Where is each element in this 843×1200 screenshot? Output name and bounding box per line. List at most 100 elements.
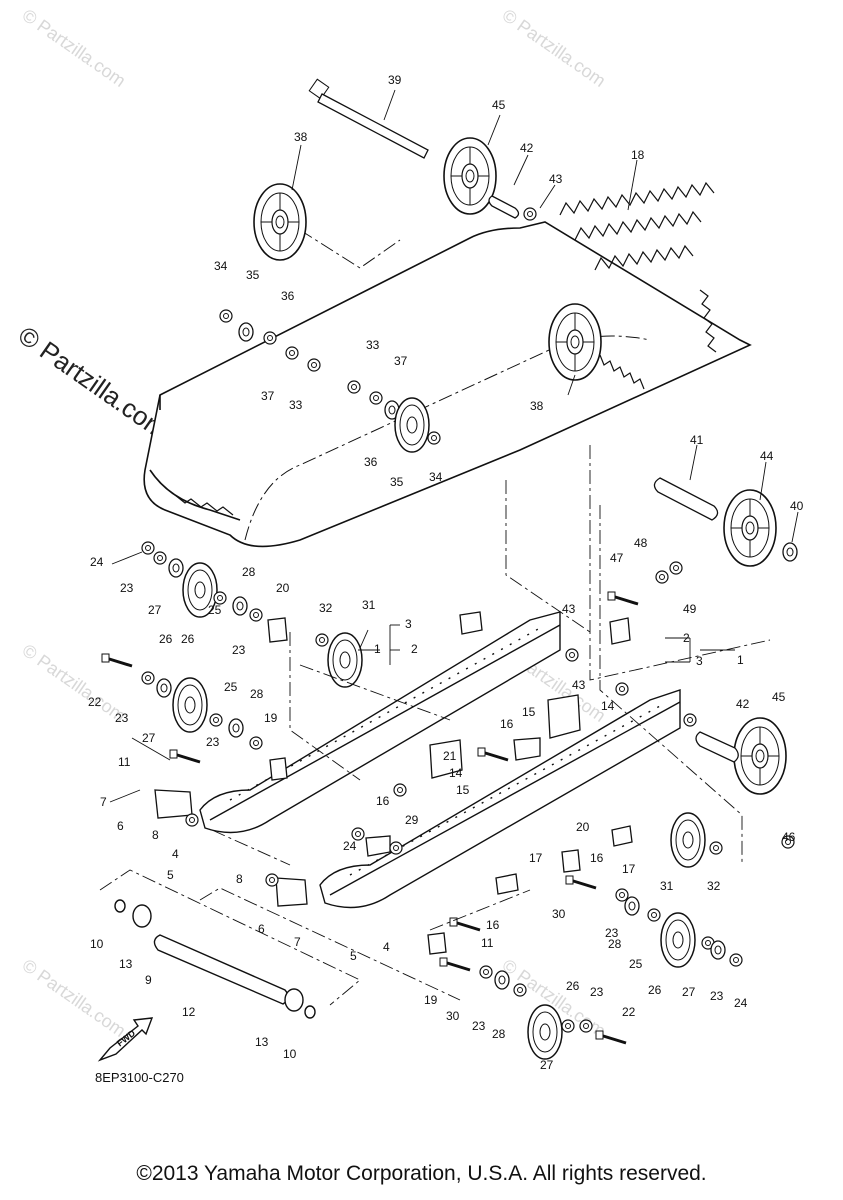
callout-23: 23 [232, 643, 246, 657]
callout-5: 5 [167, 868, 174, 882]
idler-wheel-38 [548, 303, 602, 381]
callout-5: 5 [350, 949, 357, 963]
callout-47: 47 [610, 551, 624, 565]
callout-23: 23 [590, 985, 604, 999]
callout-16: 16 [500, 717, 514, 731]
callout-4: 4 [172, 847, 179, 861]
callout-33: 33 [289, 398, 303, 412]
rear-axle-12 [114, 899, 316, 1019]
callout-19: 19 [264, 711, 278, 725]
callout-11: 11 [481, 936, 494, 950]
callout-26: 26 [648, 983, 662, 997]
callout-23: 23 [710, 989, 724, 1003]
stopper-6 [154, 789, 193, 819]
diagram-code: 8EP3100-C270 [95, 1070, 184, 1085]
callout-27: 27 [148, 603, 162, 617]
block-16 [513, 737, 541, 761]
axle-41 [653, 477, 719, 521]
callout-40: 40 [790, 499, 804, 513]
callout-48: 48 [634, 536, 648, 550]
arm-19 [269, 757, 288, 781]
callout-28: 28 [492, 1027, 506, 1041]
callout-3: 3 [405, 617, 412, 631]
callout-32: 32 [319, 601, 333, 615]
track-belt [143, 181, 752, 548]
callout-35: 35 [390, 475, 404, 489]
block-16d [611, 825, 633, 847]
callout-7: 7 [100, 795, 107, 809]
callout-29: 29 [405, 813, 419, 827]
callout-20: 20 [576, 820, 590, 834]
callout-42: 42 [520, 141, 534, 155]
callout-21: 21 [443, 749, 457, 763]
idler-wheel-45 [443, 137, 497, 215]
callout-35: 35 [246, 268, 260, 282]
callout-10: 10 [283, 1047, 297, 1061]
arm-20b [561, 849, 581, 873]
callout-43: 43 [549, 172, 563, 186]
callout-34: 34 [429, 470, 443, 484]
callout-42: 42 [736, 697, 750, 711]
callout-13: 13 [119, 957, 133, 971]
slide-rail-right [319, 689, 681, 909]
callout-23: 23 [206, 735, 220, 749]
callout-23: 23 [472, 1019, 486, 1033]
callout-8: 8 [236, 872, 243, 886]
callout-28: 28 [242, 565, 256, 579]
callout-1: 1 [737, 653, 744, 667]
callout-3: 3 [696, 654, 703, 668]
callout-6: 6 [258, 922, 265, 936]
callout-26: 26 [181, 632, 195, 646]
callout-25: 25 [208, 603, 222, 617]
callout-20: 20 [276, 581, 290, 595]
callout-10: 10 [90, 937, 104, 951]
callout-16: 16 [486, 918, 500, 932]
callout-17: 17 [529, 851, 543, 865]
callout-27: 27 [142, 731, 156, 745]
callout-39: 39 [388, 73, 402, 87]
callout-27: 27 [540, 1058, 554, 1072]
callout-2: 2 [411, 642, 418, 656]
callout-6: 6 [117, 819, 124, 833]
callout-33: 33 [366, 338, 380, 352]
callout-18: 18 [631, 148, 645, 162]
callout-25: 25 [224, 680, 238, 694]
callout-1: 1 [374, 642, 381, 656]
callout-14: 14 [449, 766, 463, 780]
callout-22: 22 [88, 695, 102, 709]
callout-17: 17 [622, 862, 636, 876]
stopper-6b [275, 877, 308, 907]
callout-32: 32 [707, 879, 721, 893]
callout-23: 23 [115, 711, 129, 725]
callout-45: 45 [772, 690, 786, 704]
callout-4: 4 [383, 940, 390, 954]
callout-14: 14 [601, 699, 615, 713]
callout-41: 41 [690, 433, 704, 447]
slide-rail-left [199, 611, 561, 834]
callout-2: 2 [683, 631, 690, 645]
callout-38: 38 [294, 130, 308, 144]
callout-9: 9 [145, 973, 152, 987]
callout-31: 31 [660, 879, 674, 893]
idler-wheel-44 [723, 489, 777, 567]
callout-26: 26 [159, 632, 173, 646]
callout-15: 15 [456, 783, 470, 797]
plate-2b [459, 611, 483, 635]
collar-42 [488, 195, 520, 219]
callout-36: 36 [281, 289, 295, 303]
callout-8: 8 [152, 828, 159, 842]
callout-15: 15 [522, 705, 536, 719]
idler-wheel-45 [733, 717, 787, 795]
callout-46: 46 [782, 830, 796, 844]
idler-wheel-38 [253, 183, 307, 261]
callout-13: 13 [255, 1035, 269, 1049]
bracket-14b [547, 694, 581, 739]
callout-24: 24 [90, 555, 104, 569]
arm-20 [267, 617, 288, 643]
callout-27: 27 [682, 985, 696, 999]
callout-38: 38 [530, 399, 544, 413]
block-16b [365, 835, 391, 857]
callout-28: 28 [250, 687, 264, 701]
callout-30: 30 [446, 1009, 460, 1023]
